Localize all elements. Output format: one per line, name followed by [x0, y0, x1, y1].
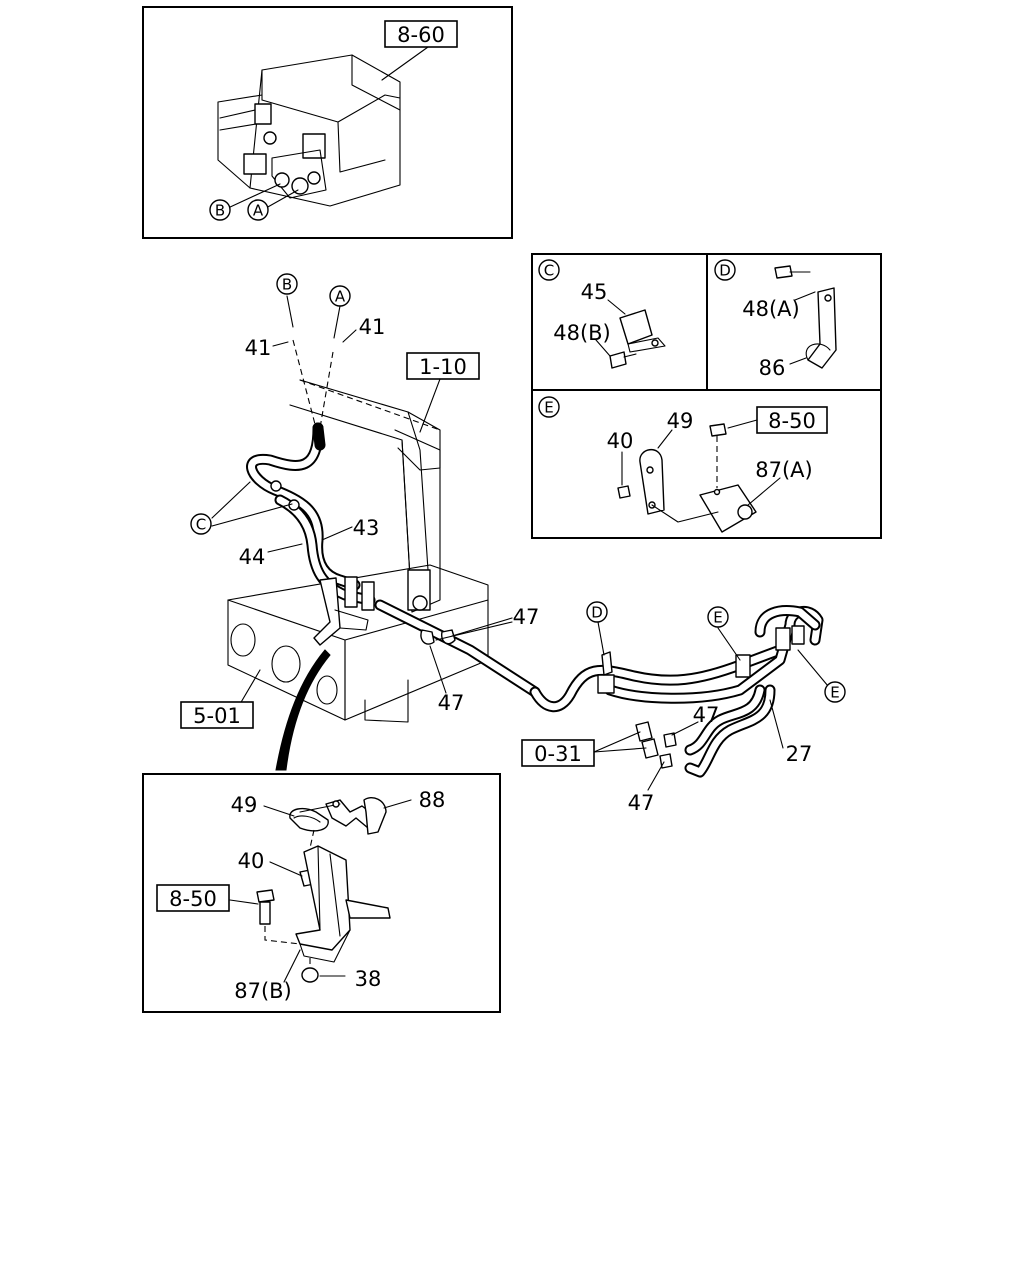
part-47-d-label: 47 — [628, 791, 655, 815]
bracket-inset: 8-50 49 88 40 87(B) 38 — [142, 773, 501, 1013]
ref-5-01-label: 5-01 — [193, 704, 241, 728]
callout-b-top: B — [215, 202, 225, 220]
callout-d-main: D — [591, 604, 603, 622]
callout-a-main: A — [335, 288, 346, 306]
part-38-label: 38 — [355, 967, 382, 991]
part-87a-label: 87(A) — [755, 458, 812, 482]
ref-1-10-label: 1-10 — [419, 355, 467, 379]
ref-8-50-b-label: 8-50 — [169, 887, 217, 911]
callout-d-panel: D — [719, 262, 731, 280]
callout-e-panel: E — [544, 399, 553, 417]
part-88-label: 88 — [419, 788, 446, 812]
heater-unit-inset: 8-60 B A — [142, 6, 513, 239]
part-48a-label: 48(A) — [742, 297, 799, 321]
part-27-label: 27 — [786, 742, 813, 766]
part-43-label: 43 — [353, 516, 380, 540]
main-assembly: 1-10 — [180, 273, 846, 815]
part-40-e-label: 40 — [607, 429, 634, 453]
ref-8-50-e-label: 8-50 — [768, 409, 816, 433]
part-40-b-label: 40 — [238, 849, 265, 873]
ref-8-60-label: 8-60 — [397, 23, 445, 47]
part-49-e-label: 49 — [667, 409, 694, 433]
callout-e-main-1: E — [713, 609, 722, 627]
part-47-a-label: 47 — [513, 605, 540, 629]
part-86-label: 86 — [759, 356, 786, 380]
part-48b-label: 48(B) — [553, 321, 611, 345]
part-87b-label: 87(B) — [234, 979, 292, 1003]
part-47-b-label: 47 — [438, 691, 465, 715]
callout-e-main-2: E — [830, 684, 839, 702]
part-45-label: 45 — [581, 280, 608, 304]
ref-0-31-label: 0-31 — [534, 742, 582, 766]
callout-a-top: A — [253, 202, 264, 220]
callout-b-main: B — [282, 276, 292, 294]
part-41-left-label: 41 — [245, 336, 272, 360]
callout-c-main: C — [196, 516, 206, 534]
part-49-b-label: 49 — [231, 793, 258, 817]
part-41-right-label: 41 — [359, 315, 386, 339]
callout-c-panel: C — [544, 262, 554, 280]
detail-panels: C 45 48(B) D 48(A) 86 E 8-50 — [531, 253, 882, 539]
part-47-c-label: 47 — [693, 703, 720, 727]
part-44-label: 44 — [239, 545, 266, 569]
